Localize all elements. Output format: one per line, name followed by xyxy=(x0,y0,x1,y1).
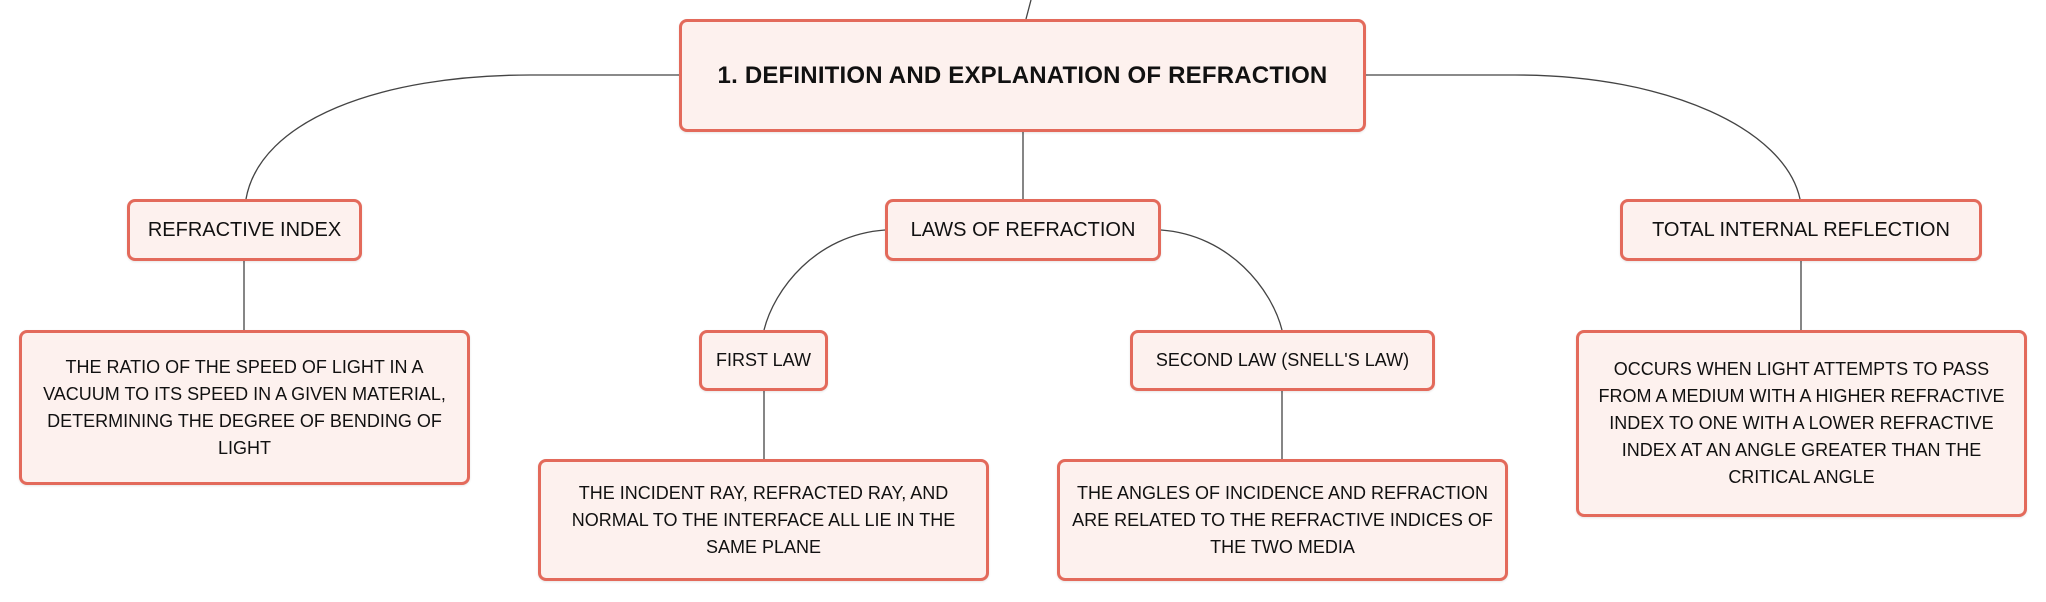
second-law-detail-node[interactable]: THE ANGLES OF INCIDENCE AND REFRACTION A… xyxy=(1057,459,1508,581)
connector-laws-to-second-law xyxy=(1160,229,1283,331)
second-law-label: SECOND LAW (SNELL'S LAW) xyxy=(1155,350,1410,370)
total-internal-reflection-node[interactable]: TOTAL INTERNAL REFLECTION xyxy=(1620,199,1982,261)
connector-root-to-total-internal-reflection xyxy=(1366,74,1801,200)
first-law-label: FIRST LAW xyxy=(715,350,811,370)
total-internal-reflection-detail-text: OCCURS WHEN LIGHT ATTEMPTS TO PASS FROM … xyxy=(1598,359,2005,487)
connector-parent-to-root xyxy=(1025,0,1032,20)
root-topic-node[interactable]: 1. DEFINITION AND EXPLANATION OF REFRACT… xyxy=(679,19,1366,132)
first-law-detail-text: THE INCIDENT RAY, REFRACTED RAY, AND NOR… xyxy=(571,482,956,557)
connector-laws-to-first-law xyxy=(763,229,886,331)
laws-of-refraction-label: LAWS OF REFRACTION xyxy=(910,218,1136,241)
total-internal-reflection-detail-node[interactable]: OCCURS WHEN LIGHT ATTEMPTS TO PASS FROM … xyxy=(1576,330,2027,517)
connector-root-to-refractive-index xyxy=(245,74,679,200)
total-internal-reflection-label: TOTAL INTERNAL REFLECTION xyxy=(1652,218,1950,241)
laws-of-refraction-node[interactable]: LAWS OF REFRACTION xyxy=(885,199,1161,261)
refractive-index-node[interactable]: REFRACTIVE INDEX xyxy=(127,199,362,261)
first-law-detail-node[interactable]: THE INCIDENT RAY, REFRACTED RAY, AND NOR… xyxy=(538,459,989,581)
second-law-detail-text: THE ANGLES OF INCIDENCE AND REFRACTION A… xyxy=(1072,482,1493,557)
root-topic-label: 1. DEFINITION AND EXPLANATION OF REFRACT… xyxy=(717,61,1328,89)
refractive-index-detail-node[interactable]: THE RATIO OF THE SPEED OF LIGHT IN A VAC… xyxy=(19,330,470,485)
refractive-index-detail-text: THE RATIO OF THE SPEED OF LIGHT IN A VAC… xyxy=(43,356,446,458)
first-law-node[interactable]: FIRST LAW xyxy=(699,330,828,391)
refractive-index-label: REFRACTIVE INDEX xyxy=(147,218,342,241)
second-law-node[interactable]: SECOND LAW (SNELL'S LAW) xyxy=(1130,330,1435,391)
